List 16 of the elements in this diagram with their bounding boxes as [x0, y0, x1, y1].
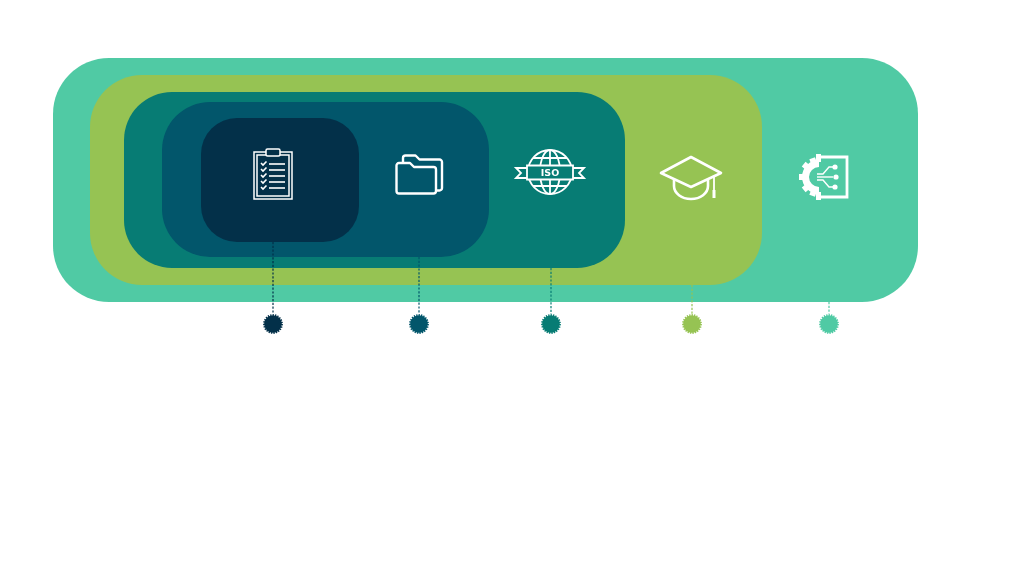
leader-line	[828, 301, 830, 315]
rounded-panel	[201, 118, 359, 242]
marker-dot	[819, 314, 839, 334]
marker-dot	[682, 314, 702, 334]
leader-line	[550, 267, 552, 315]
leader-line	[418, 256, 420, 315]
marker-dot	[263, 314, 283, 334]
rounded-panel	[90, 75, 762, 285]
leader-line	[691, 284, 693, 315]
rounded-panel	[124, 92, 625, 268]
rounded-panel	[162, 102, 489, 257]
marker-dot	[541, 314, 561, 334]
marker-dot	[409, 314, 429, 334]
banner-label: ISO	[540, 167, 560, 179]
rounded-panel	[53, 58, 918, 302]
leader-line	[272, 241, 274, 315]
